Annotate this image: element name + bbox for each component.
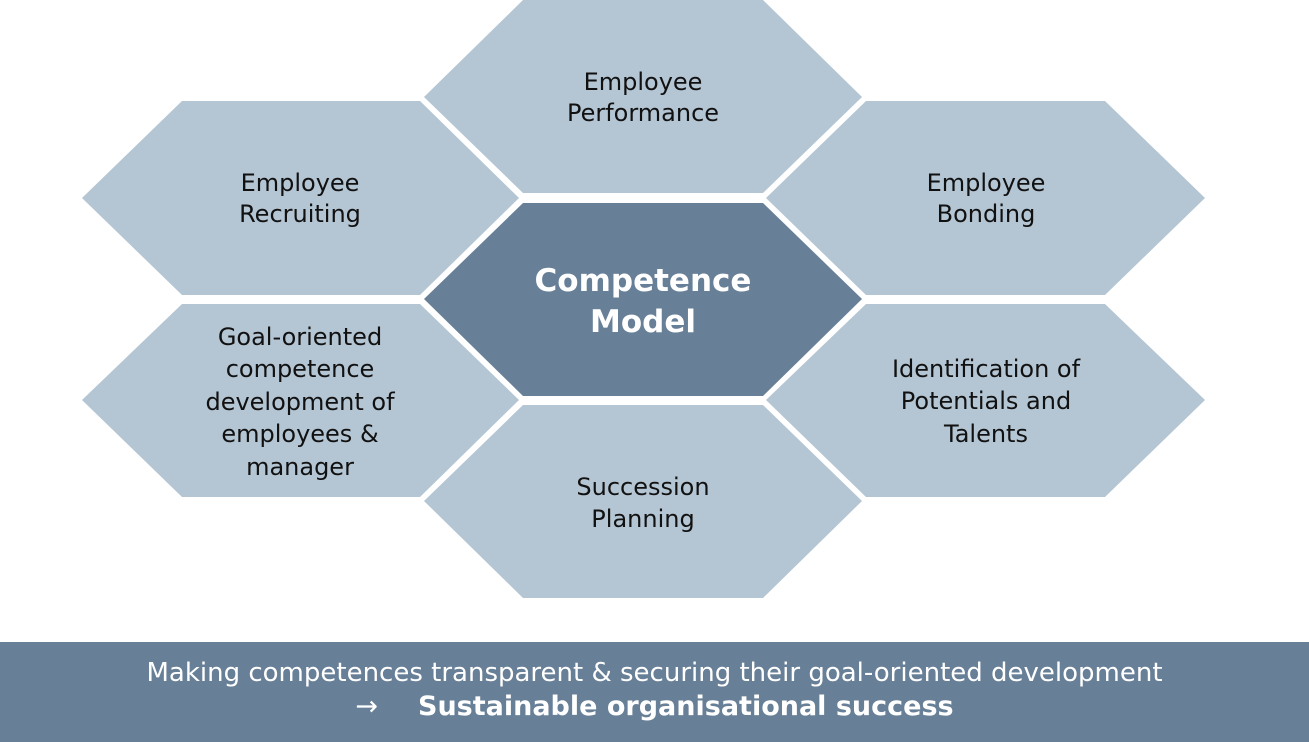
arrow-right-icon: → <box>355 691 378 722</box>
hex-shape <box>766 304 1205 497</box>
hex-label-line: Employee <box>584 68 703 96</box>
hex-label-line: Employee <box>241 169 360 197</box>
hex-succession-planning: Succession Planning <box>424 405 862 598</box>
hex-employee-bonding: Employee Bonding <box>766 101 1205 295</box>
hex-shape <box>766 101 1205 295</box>
hex-label-line: development of <box>205 388 395 416</box>
banner-result-row: → Sustainable organisational success <box>0 690 1309 724</box>
hex-shape <box>82 304 519 497</box>
hex-label-line: manager <box>246 453 354 481</box>
hex-competence-model: Competence Model <box>424 203 862 396</box>
hex-employee-recruiting: Employee Recruiting <box>82 101 519 295</box>
hex-label-line: Potentials and <box>901 387 1071 415</box>
hex-identification-of-potentials: Identification of Potentials and Talents <box>766 304 1205 497</box>
hex-label-line: Recruiting <box>239 200 361 228</box>
hex-label-line: Employee <box>927 169 1046 197</box>
competence-model-diagram: Employee Performance Employee Recruiting… <box>82 0 1205 598</box>
hex-label-line: Identification of <box>892 355 1081 383</box>
center-hex-shape <box>424 203 862 396</box>
center-label-line: Competence <box>535 263 752 299</box>
center-label-line: Model <box>590 304 696 340</box>
banner-result: Sustainable organisational success <box>418 691 954 722</box>
hex-shape <box>424 0 862 193</box>
hex-label-line: Goal-oriented <box>218 323 382 351</box>
hex-label-line: Succession <box>576 473 709 501</box>
hex-label-line: Performance <box>567 99 719 127</box>
hex-shape <box>424 405 862 598</box>
hex-employee-performance: Employee Performance <box>424 0 862 193</box>
summary-banner: Making competences transparent & securin… <box>0 642 1309 742</box>
hex-goal-oriented-development: Goal-oriented competence development of … <box>82 304 519 497</box>
hex-shape <box>82 101 519 295</box>
hex-label-line: competence <box>226 355 375 383</box>
hex-label-line: Bonding <box>937 200 1036 228</box>
hex-label-line: Planning <box>591 505 694 533</box>
banner-statement: Making competences transparent & securin… <box>146 658 1163 688</box>
hex-label-line: Talents <box>943 420 1028 448</box>
hex-label-line: employees & <box>221 420 378 448</box>
